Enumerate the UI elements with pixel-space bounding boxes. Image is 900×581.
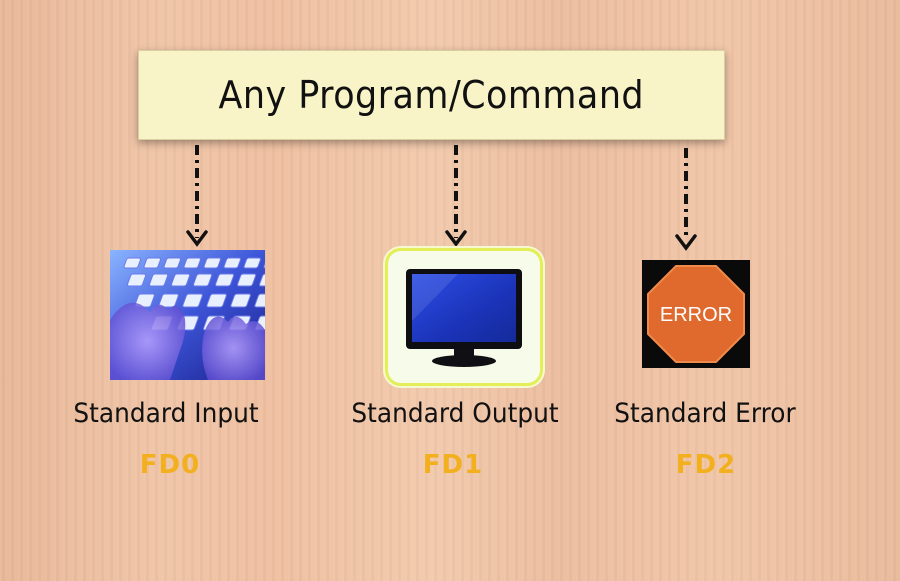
fd-input: FD0 [139,450,201,480]
label-standard-input: Standard Input [73,398,259,429]
monitor-tile [385,248,543,386]
error-sign-text: ERROR [660,304,732,326]
error-tile: ERROR [642,260,750,368]
diagram-title: Any Program/Command [218,73,645,117]
arrowhead-output [445,230,467,247]
arrowhead-error [675,234,697,251]
program-command-box: Any Program/Command [138,50,725,140]
fd-error: FD2 [675,450,737,480]
keyboard-icon [110,250,265,380]
monitor-icon [406,269,522,367]
label-standard-output: Standard Output [351,398,559,429]
label-standard-error: Standard Error [614,398,796,429]
arrowhead-input [186,230,208,247]
error-stop-sign-icon: ERROR [647,265,745,363]
fd-output: FD1 [422,450,484,480]
